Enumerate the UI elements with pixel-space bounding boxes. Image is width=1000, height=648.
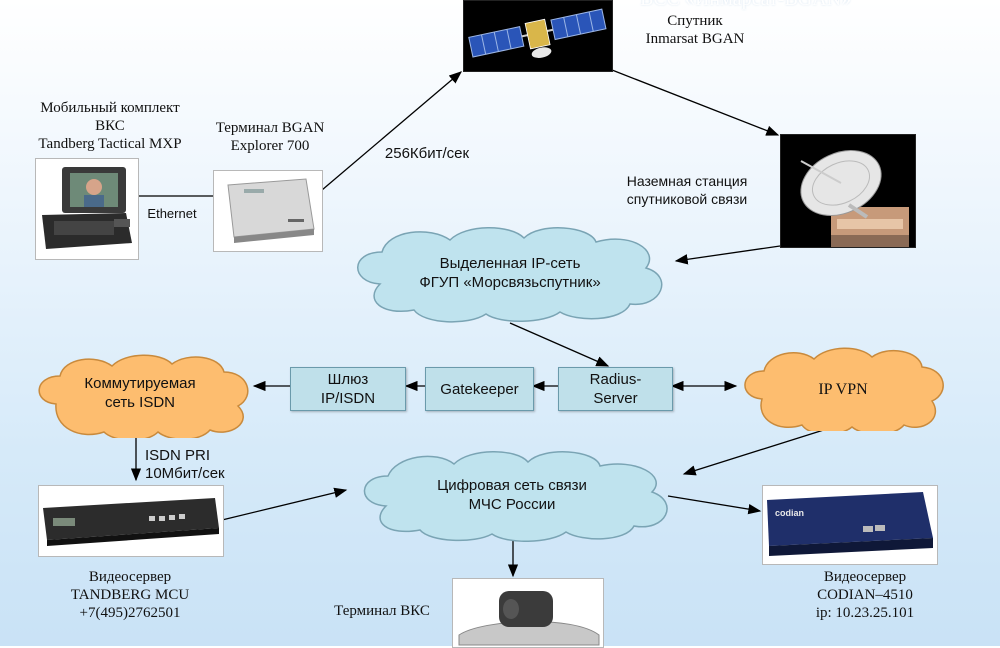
terminal-image: [213, 170, 323, 252]
codian-logo: codian: [775, 508, 805, 518]
dish-antenna-icon: [800, 150, 909, 247]
ip-network-cloud: [357, 227, 663, 323]
gatekeeper-label: Gatekeeper: [440, 380, 519, 398]
arrow-ipnet-to-radius: [509, 322, 610, 367]
mchs-network-label: Цифровая сеть связи МЧС России: [437, 477, 587, 513]
ethernet-label: Ethernet: [147, 206, 197, 221]
codian-label: Видеосервер CODIAN–4510 ip: 10.23.25.101: [815, 569, 915, 621]
tandberg-mcu-label: Видеосервер TANDBERG MCU +7(495)2762501: [70, 569, 190, 621]
gateway-label-1: Шлюз: [327, 371, 369, 388]
bgan-terminal-label: Терминал BGAN Explorer 700: [215, 120, 325, 154]
mcu-rack-image: [38, 485, 224, 557]
ipvpn-cloud: [744, 347, 944, 431]
mcu-rack-icon: [43, 498, 219, 546]
ipvpn-label: IP VPN: [818, 381, 868, 398]
gatekeeper-box: Gatekeeper: [425, 367, 534, 411]
ip-network-label: Выделенная IP-сеть ФГУП «Морсвязьспутник…: [419, 255, 601, 291]
mchs-network-cloud: [363, 451, 668, 542]
video-kit-image: [35, 158, 139, 260]
arrow-mcu-to-mchs: [221, 487, 348, 521]
gateway-box: Шлюз IP/ISDN: [290, 367, 406, 411]
satellite-label: Спутник Inmarsat BGAN: [645, 13, 745, 47]
vks-camera-icon: [458, 591, 600, 646]
vks-terminal-label: Терминал ВКС: [334, 603, 430, 619]
vks-camera-image: [452, 578, 604, 648]
dish-antenna-image: [780, 134, 916, 248]
mobile-kit-label: Мобильный комплект ВКС Tandberg Tactical…: [38, 100, 182, 152]
gateway-label-2: IP/ISDN: [320, 390, 376, 407]
link-speed-label: 256Кбит/сек: [384, 145, 470, 162]
isdn-pri-label: ISDN PRI 10Мбит/сек: [145, 447, 225, 482]
video-kit-icon: [42, 167, 132, 249]
arrow-vpn-to-mchs: [682, 427, 831, 476]
arrow-mchs-to-codian: [667, 495, 762, 515]
isdn-cloud: [38, 354, 249, 438]
satellite-icon: [468, 8, 607, 58]
codian-rack-icon: [767, 492, 933, 556]
codian-rack-image: codian: [762, 485, 938, 565]
isdn-cloud-label: Коммутируемая сеть ISDN: [84, 375, 196, 411]
radius-label-1: Radius-: [589, 371, 642, 388]
arrow-station-to-ipnet: [674, 245, 781, 265]
ground-station-label: Наземная станция спутниковой связи: [626, 173, 748, 207]
bgan-terminal-icon: [227, 178, 315, 243]
arrow-satellite-to-station: [611, 69, 780, 136]
radius-label-2: Server: [593, 390, 638, 407]
arrow-bgan-to-satellite: [321, 71, 462, 191]
radius-server-box: Radius- Server: [558, 367, 673, 411]
title-fragment: ВСС «Инмарсат-BGAN»: [640, 0, 851, 11]
satellite-image: [463, 0, 613, 72]
